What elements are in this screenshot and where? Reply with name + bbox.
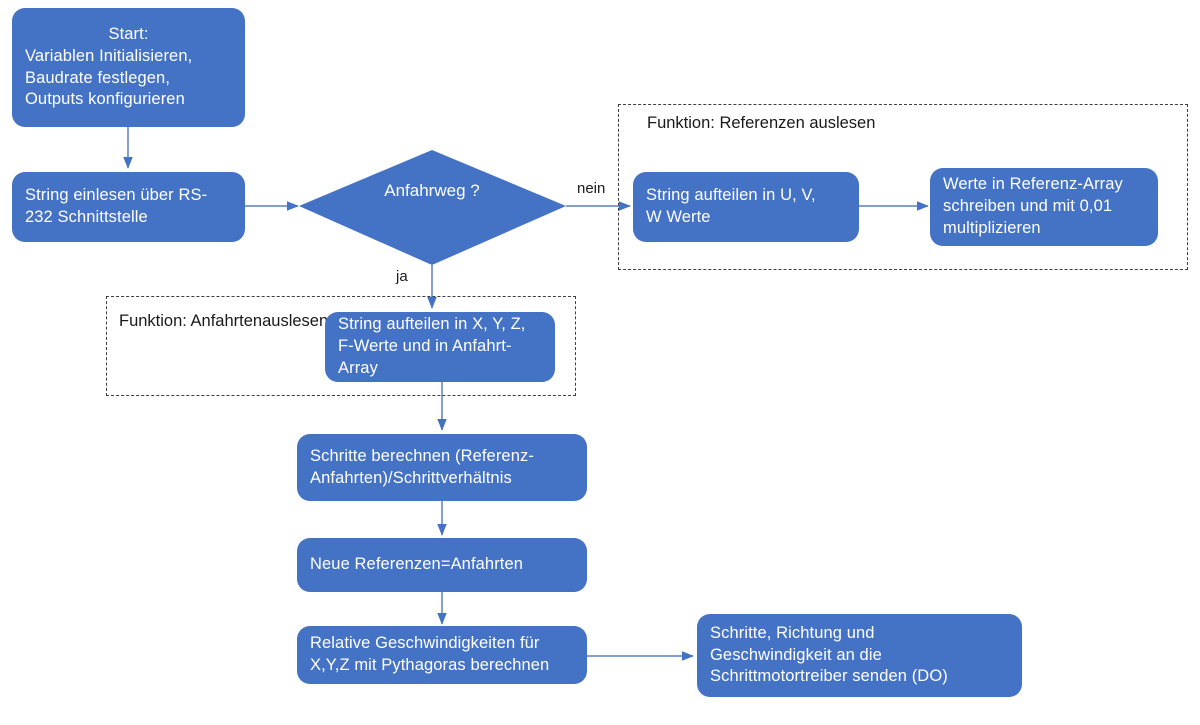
group-referenzen-auslesen — [618, 104, 1188, 270]
node-relative-geschwindigkeiten[interactable]: Relative Geschwindigkeiten für X,Y,Z mit… — [297, 626, 587, 684]
edge-label-nein: nein — [577, 180, 606, 197]
node-werte-referenz-array[interactable]: Werte in Referenz-Array schreiben und mi… — [930, 168, 1158, 246]
node-string-einlesen-rs232[interactable]: String einlesen über RS- 232 Schnittstel… — [12, 172, 245, 242]
node-string-aufteilen-uvw[interactable]: String aufteilen in U, V, W Werte — [633, 172, 859, 242]
node-schritte-senden-do[interactable]: Schritte, Richtung und Geschwindigkeit a… — [697, 614, 1022, 697]
node-neue-referenzen[interactable]: Neue Referenzen=Anfahrten — [297, 538, 587, 592]
node-schritte-berechnen[interactable]: Schritte berechnen (Referenz- Anfahrten)… — [297, 434, 587, 501]
node-string-aufteilen-xyzf[interactable]: String aufteilen in X, Y, Z, F-Werte und… — [325, 312, 555, 382]
edge-label-ja: ja — [396, 268, 408, 285]
decision-diamond — [299, 150, 566, 265]
node-start[interactable]: Start: Variablen Initialisieren, Baudrat… — [12, 8, 245, 127]
group-anfahrten-auslesen-label: Funktion: Anfahrtenauslesen — [119, 312, 329, 330]
group-anfahrten-auslesen — [106, 296, 576, 396]
group-referenzen-auslesen-label: Funktion: Referenzen auslesen — [647, 114, 876, 132]
